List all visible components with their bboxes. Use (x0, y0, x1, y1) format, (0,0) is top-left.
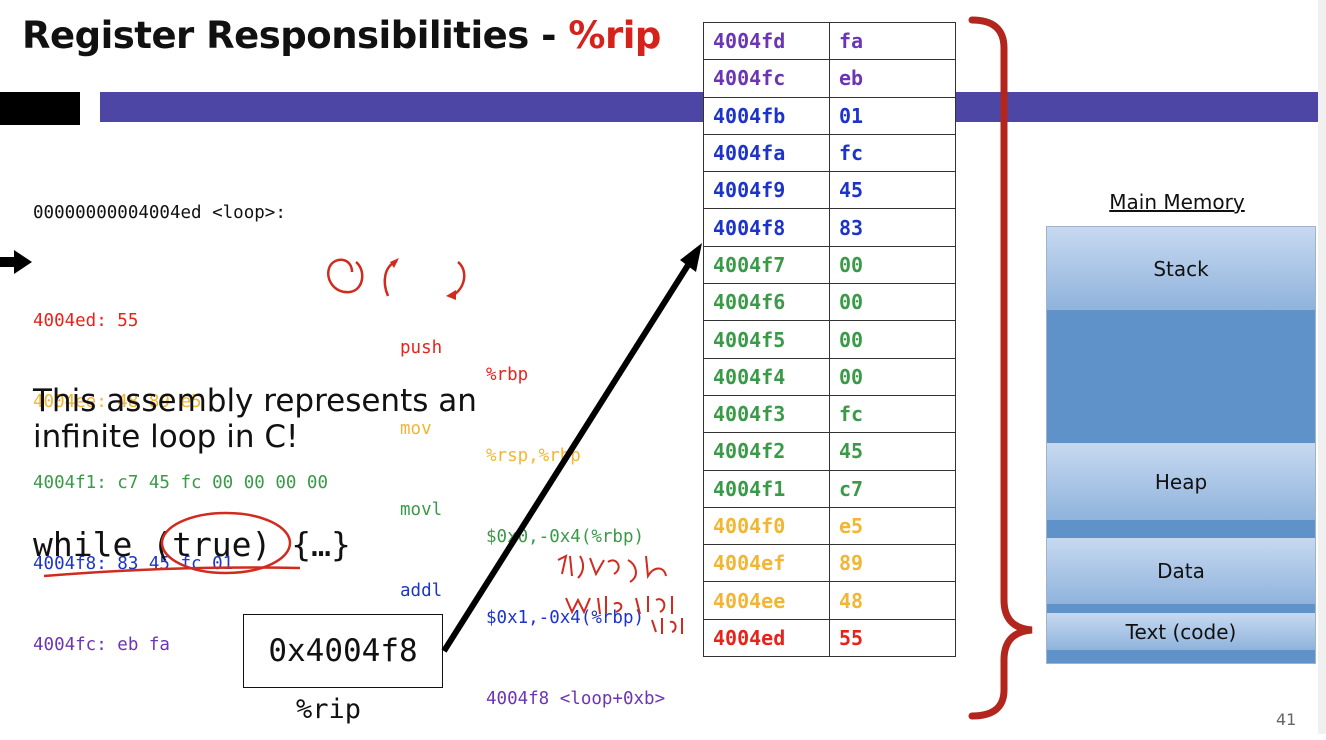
rip-pointer-arrowhead-icon (680, 243, 702, 272)
assembly-line-current: 4004f8: 83 45 fc 01 addl $0x1,-0x4(%rbp) (33, 524, 644, 628)
main-memory-title: Main Memory (1109, 190, 1245, 214)
memory-byte-value: fa (829, 21, 956, 61)
memory-byte-value: 89 (829, 544, 956, 583)
heap-segment: Heap (1047, 443, 1315, 520)
assembly-operands: $0x0,-0x4(%rbp) (486, 527, 645, 547)
title-highlight: %rip (568, 14, 661, 57)
memory-address: 4004f2 (703, 432, 830, 471)
c-code-snippet: while (true) {…} (33, 525, 351, 564)
assembly-mnemonic: movl (400, 500, 443, 520)
data-segment: Data (1047, 538, 1315, 604)
memory-byte-value: fc (829, 133, 956, 173)
rip-register-label: %rip (296, 694, 362, 725)
rip-pointer-arrow-line (441, 260, 693, 653)
assembly-mnemonic: mov (400, 419, 432, 439)
handwritten-korean-note (557, 554, 683, 634)
assembly-operands: $0x1,-0x4(%rbp) (486, 608, 645, 628)
memory-address: 4004f3 (703, 394, 830, 434)
assembly-bytes: 4004ed: 55 (33, 311, 139, 331)
assembly-operands: 4004f8 <loop+0xb> (486, 689, 666, 709)
memory-address: 4004fd (703, 21, 830, 61)
memory-byte-value: 83 (829, 208, 956, 247)
memory-byte-value: 55 (829, 618, 956, 658)
memory-address: 4004f0 (703, 506, 830, 546)
memory-address: 4004ee (703, 581, 830, 620)
memory-address: 4004f9 (703, 171, 830, 210)
assembly-line: 4004ee: 48 89 e5 mov %rsp,%rbp (33, 362, 581, 466)
explanation-line-2: infinite loop in C! (33, 419, 299, 455)
main-memory-diagram: Stack Heap Data Text (code) (1046, 226, 1316, 664)
assembly-operands: %rsp,%rbp (486, 446, 581, 466)
jump-arc-right-arrowhead-icon (446, 290, 456, 300)
assembly-header: 00000000004004ed <loop>: (33, 203, 286, 223)
title-text: Register Responsibilities - (22, 14, 569, 57)
memory-byte-value: 00 (829, 283, 956, 322)
assembly-line: 4004fc: eb fa jmp 4004f8 <loop+0xb> (33, 605, 665, 709)
memory-address: 4004ed (703, 618, 830, 658)
memory-range-brace-icon (968, 16, 1033, 720)
memory-byte-value: 45 (829, 171, 956, 210)
loop-scribble-icon (327, 258, 364, 294)
jump-arc-right-icon (451, 261, 466, 298)
memory-address: 4004f4 (703, 357, 830, 396)
memory-address: 4004f8 (703, 208, 830, 247)
slide-title: Register Responsibilities - %rip (22, 14, 661, 57)
rip-register-box: 0x4004f8 (243, 614, 443, 688)
assembly-mnemonic: push (400, 338, 443, 358)
while-underline-annotation-icon (43, 566, 301, 578)
explanation-text: This assembly represents an infinite loo… (33, 383, 477, 455)
text-code-segment: Text (code) (1047, 613, 1315, 650)
assembly-bytes: 4004fc: eb fa (33, 635, 170, 655)
page-number: 41 (1276, 710, 1297, 729)
current-instruction-arrow-icon (0, 250, 32, 274)
explanation-line-1: This assembly represents an (33, 383, 477, 419)
assembly-bytes: 4004ee: 48 89 e5 (33, 392, 202, 412)
memory-byte-value: c7 (829, 469, 956, 508)
assembly-mnemonic: addl (400, 581, 443, 601)
jump-arc-left-arrowhead-icon (390, 258, 399, 268)
assembly-listing: 00000000004004ed <loop>: 4004ed: 55 push… (33, 146, 665, 709)
assembly-line: 4004f1: c7 45 fc 00 00 00 00 movl $0x0,-… (33, 443, 644, 547)
stack-segment: Stack (1047, 227, 1315, 310)
title-accent-block (0, 92, 80, 125)
assembly-operands: %rbp (486, 365, 529, 385)
assembly-bytes: 4004f1: c7 45 fc 00 00 00 00 (33, 473, 329, 493)
memory-byte-value: 01 (829, 96, 956, 135)
scrollbar[interactable] (1318, 0, 1326, 734)
true-circle-annotation-icon (160, 511, 292, 575)
assembly-line: 4004ed: 55 push %rbp (33, 281, 528, 385)
memory-address: 4004f1 (703, 469, 830, 508)
memory-address: 4004fc (703, 59, 830, 98)
jump-arc-left-icon (383, 259, 398, 297)
memory-byte-value: eb (829, 59, 956, 98)
